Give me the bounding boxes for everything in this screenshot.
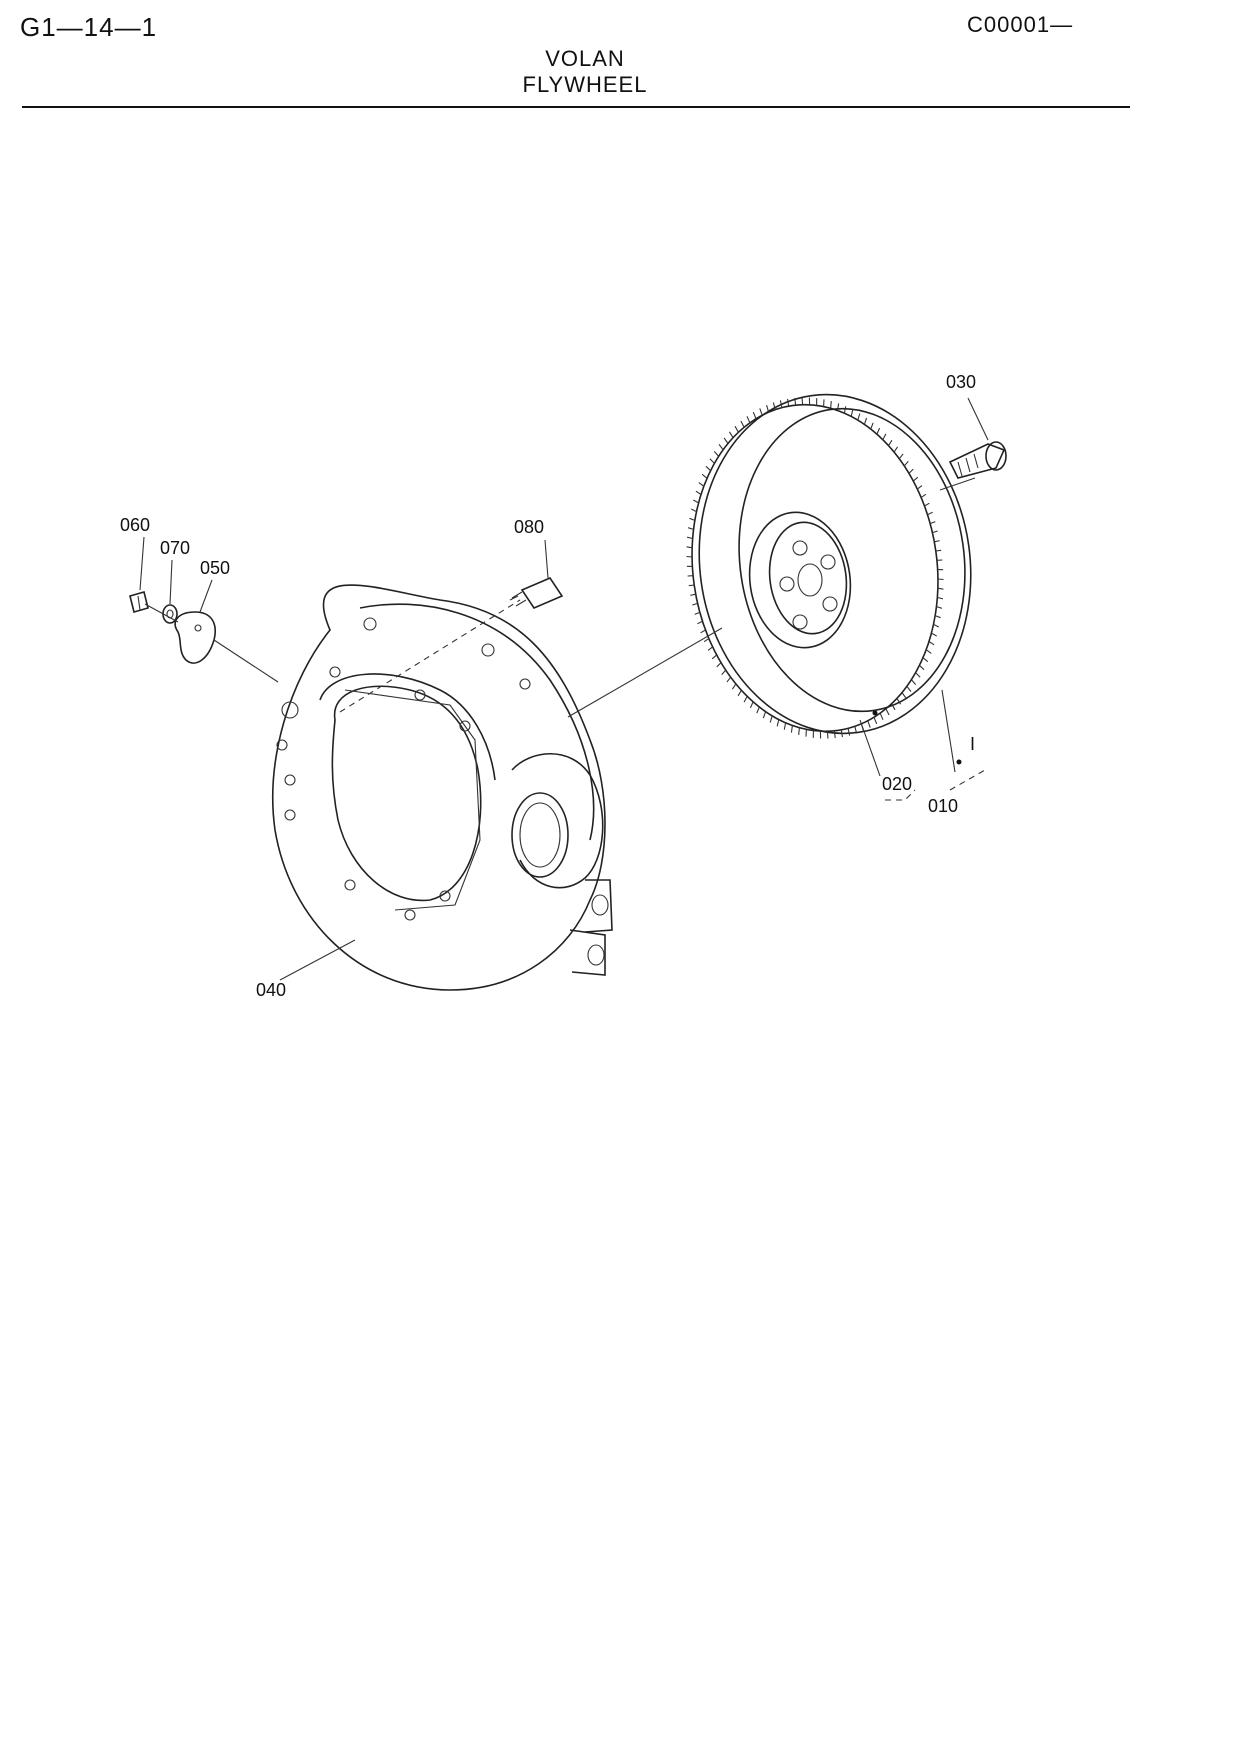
reference-code: C00001— <box>967 12 1074 37</box>
side-mark: I <box>970 734 975 754</box>
callout-060: 060 <box>120 515 150 535</box>
callout-080: 080 <box>514 517 544 537</box>
title-primary: VOLAN <box>545 46 625 71</box>
bolt-080[interactable] <box>509 577 564 609</box>
callout-070: 070 <box>160 538 190 558</box>
bolt-030[interactable] <box>948 441 1007 479</box>
flywheel[interactable] <box>671 377 992 765</box>
callout-040: 040 <box>256 980 286 1000</box>
callout-030: 030 <box>946 372 976 392</box>
ring-gear-teeth <box>686 397 944 739</box>
callout-050: 050 <box>200 558 230 578</box>
callout-020: 020 <box>882 774 912 794</box>
assembly-lines <box>139 397 989 981</box>
page-code: G1—14—1 <box>20 12 158 42</box>
callout-010: 010 <box>928 796 958 816</box>
header-rule <box>22 106 1130 108</box>
cover-plate-050[interactable] <box>174 611 216 664</box>
title-secondary: FLYWHEEL <box>522 72 648 97</box>
bolt-060[interactable] <box>129 591 149 613</box>
flywheel-housing[interactable] <box>272 584 613 991</box>
